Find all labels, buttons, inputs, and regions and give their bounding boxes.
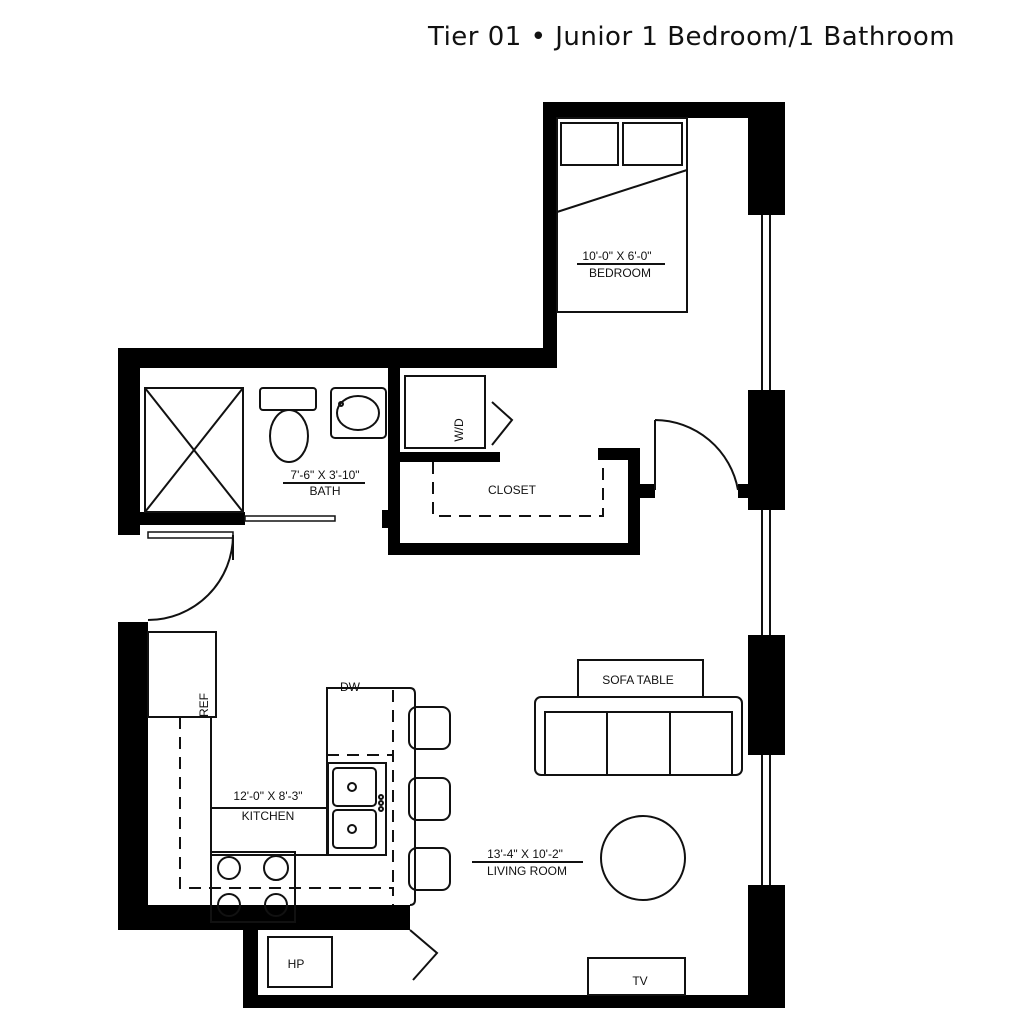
dw-label: DW (340, 680, 361, 694)
bedroom-label: BEDROOM (589, 266, 651, 280)
toilet (259, 387, 317, 463)
ref-label: REF (197, 693, 211, 717)
bath-sink (330, 387, 387, 439)
sofa (534, 696, 743, 776)
plan-title: Tier 01 • Junior 1 Bedroom/1 Bathroom (428, 22, 956, 52)
bed (556, 117, 688, 313)
closet-label: CLOSET (488, 483, 537, 497)
bath-label: BATH (309, 484, 340, 498)
stove (210, 851, 296, 923)
kitchen-label: KITCHEN (242, 809, 295, 823)
entry-door (147, 534, 234, 621)
walls (118, 102, 785, 1008)
bedroom-door (654, 419, 739, 491)
tv (587, 957, 686, 996)
washer-dryer (404, 375, 486, 449)
living-dims: 13'-4" X 10'-2" (487, 847, 563, 861)
bedroom-dims: 10'-0" X 6'-0" (582, 249, 651, 263)
sofa-table-label: SOFA TABLE (602, 673, 674, 687)
round-table (600, 815, 686, 901)
bath-dims: 7'-6" X 3'-10" (290, 468, 359, 482)
shower (144, 387, 244, 513)
heat-pump (267, 936, 333, 988)
wd-bifold-door (491, 401, 514, 446)
windows (761, 215, 771, 885)
kitchen-sink (327, 762, 387, 856)
living-label: LIVING ROOM (487, 864, 567, 878)
wd-label: W/D (452, 418, 466, 442)
kitchen-dims: 12'-0" X 8'-3" (233, 789, 302, 803)
hp-bifold-door (409, 929, 439, 981)
bar-stools (408, 706, 451, 891)
hp-label: HP (288, 957, 305, 971)
tv-label: TV (632, 974, 647, 988)
